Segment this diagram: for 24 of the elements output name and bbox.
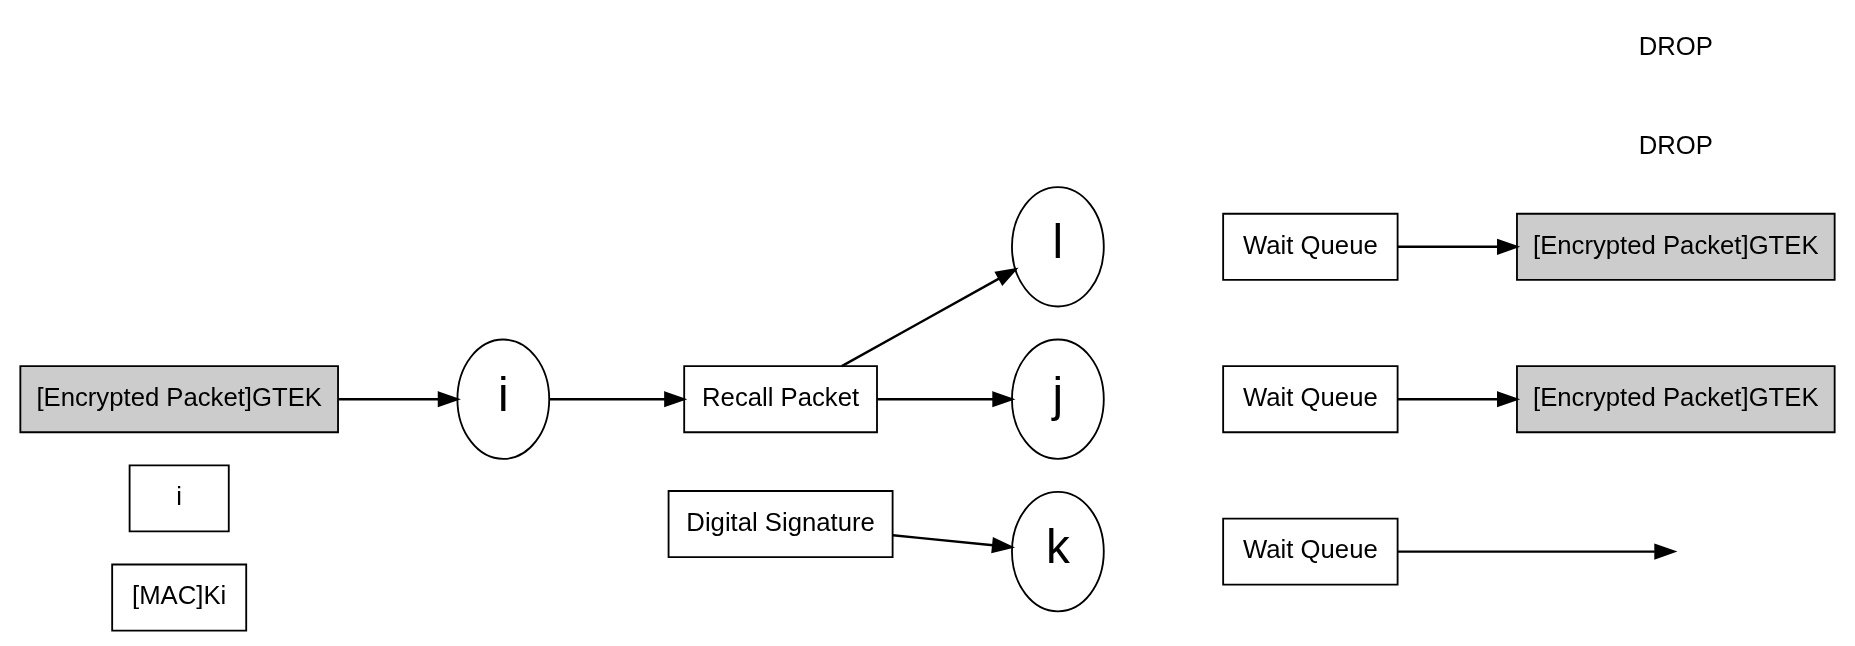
arrow: [549, 391, 688, 408]
arrow: [338, 391, 461, 408]
node-box: [MAC]Ki: [111, 563, 248, 632]
arrow: [892, 534, 1016, 554]
node-box: Wait Queue: [1222, 365, 1399, 434]
node-box: Recall Packet: [683, 365, 878, 434]
node-box: [Encrypted Packet]GTEK: [19, 365, 339, 434]
arrow: [841, 267, 1019, 368]
node-box: [Encrypted Packet]GTEK: [1516, 212, 1836, 281]
node-box: [Encrypted Packet]GTEK: [1516, 365, 1836, 434]
arrow: [1397, 543, 1678, 560]
arrow: [1397, 391, 1521, 408]
arrow: [1397, 238, 1521, 255]
node-box: i: [128, 464, 230, 533]
node-box: Wait Queue: [1222, 517, 1399, 586]
arrow: [877, 391, 1016, 408]
label: DROP: [1638, 131, 1713, 160]
node-ellipse: i: [456, 338, 551, 460]
label: DROP: [1638, 32, 1713, 61]
node-box: Digital Signature: [667, 490, 894, 559]
node-ellipse: k: [1011, 491, 1105, 613]
node-box: Wait Queue: [1222, 212, 1399, 281]
node-ellipse: j: [1011, 338, 1105, 460]
node-ellipse: l: [1011, 186, 1105, 308]
